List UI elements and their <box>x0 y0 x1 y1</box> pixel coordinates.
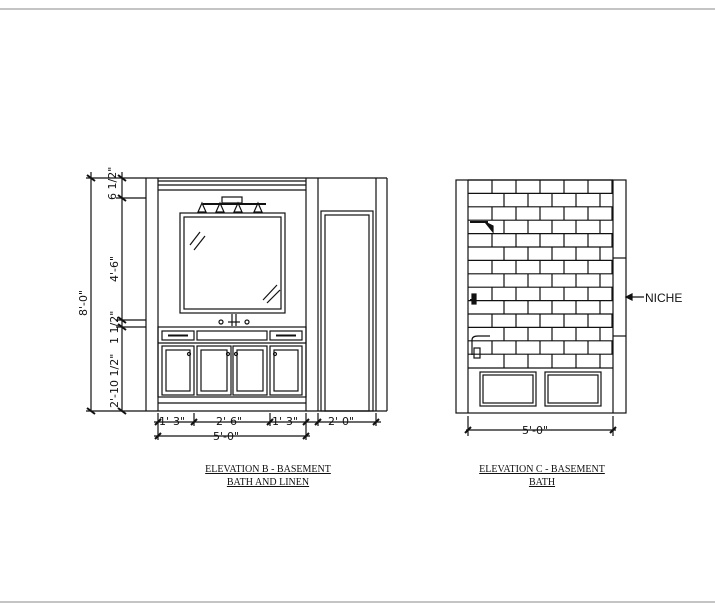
dim-linen: 2'-0" <box>328 415 354 428</box>
shower-valve <box>470 293 477 305</box>
elevation-c-drawing <box>455 179 644 436</box>
dim-right-drawer: 1'-3" <box>272 415 298 428</box>
dim-left-drawer: 1'-3" <box>159 415 185 428</box>
vanity-cabinet <box>157 326 307 404</box>
subway-tile-wall <box>468 179 613 368</box>
tub-spout <box>471 335 490 359</box>
elevation-b-title-line2: BATH AND LINEN <box>227 477 309 488</box>
dim-sink: 2'-6" <box>216 415 242 428</box>
dim-gap: 1 1/2" <box>108 311 121 344</box>
elevation-b-drawing <box>86 172 388 440</box>
elevation-b-title-line1: ELEVATION B - BASEMENT <box>205 464 331 475</box>
tub-panel-left <box>479 371 537 407</box>
linen-closet-door <box>320 210 374 412</box>
shower-head <box>470 221 494 234</box>
dim-total-height: 8'-0" <box>77 290 90 316</box>
tub-panel-right <box>544 371 602 407</box>
dim-base: 2'-10 1/2" <box>108 354 121 408</box>
elevation-c-title-line1: ELEVATION C - BASEMENT <box>479 464 605 475</box>
faucet <box>218 314 250 326</box>
vanity-light-fixture <box>197 196 266 213</box>
elevation-c-title-line2: BATH <box>529 477 555 488</box>
dim-total-width: 5'-0" <box>213 430 239 443</box>
dim-mirror: 4'-6" <box>108 256 121 282</box>
vanity-mirror <box>179 212 286 314</box>
dim-top: 6 1/2" <box>106 167 119 200</box>
niche-label: NICHE <box>645 291 682 305</box>
dim-c-width: 5'-0" <box>522 424 548 437</box>
